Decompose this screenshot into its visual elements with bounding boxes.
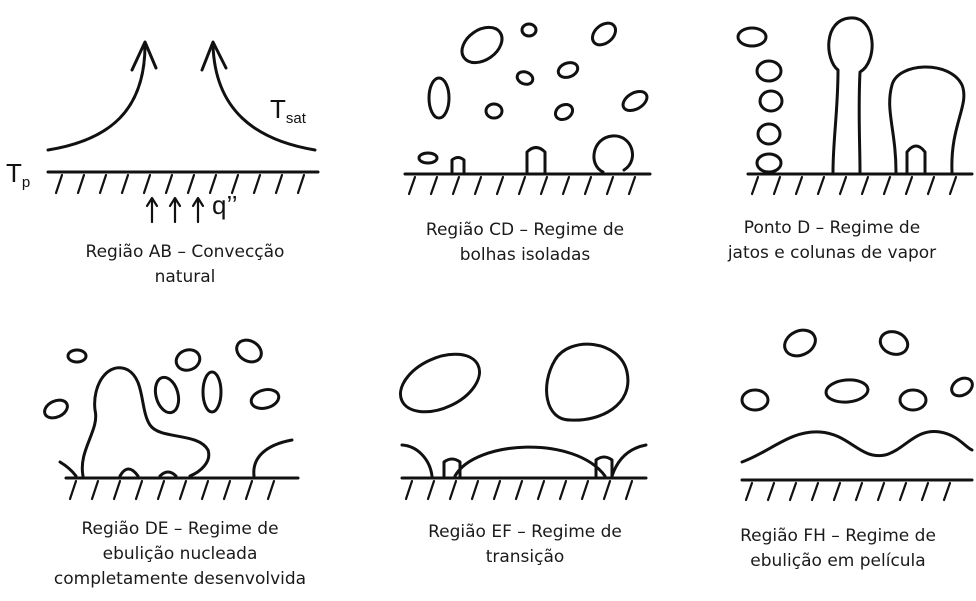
convection-arrow-right [211,43,317,152]
panel-ab-drawing [46,40,320,224]
vapor-mushroom-column [888,65,966,174]
surface-hatch-ab [54,173,306,195]
t-sat-subscript: sat [285,110,306,127]
caption-line: ebulição nucleada [102,544,258,564]
caption-cd: Região CD – Regime de bolhas isoladas [360,218,690,268]
caption-line: bolhas isoladas [459,245,591,265]
surface-hatch-ef [404,479,634,501]
caption-line: jatos e colunas de vapor [727,243,937,263]
caption-line: natural [154,267,216,287]
convection-arrow-left [46,43,147,152]
caption-line: Região CD – Regime de [425,220,625,240]
caption-line: Ponto D – Regime de [743,218,921,238]
caption-line: Região DE – Regime de [81,519,279,539]
heat-flux-label: q’’ [212,190,238,220]
t-p-subscript: p [21,174,31,191]
caption-line: Região AB – Convecção [85,242,285,262]
vapor-masses-de [43,338,294,478]
t-p-letter: T [6,158,22,188]
vapor-bubbles-cd [417,21,649,174]
caption-d: Ponto D – Regime de jatos e colunas de v… [690,216,974,266]
surface-hatch-de [68,479,276,501]
panel-ef-drawing [398,342,648,501]
surface-hatch-d [750,175,958,196]
panel-d-drawing [736,16,974,196]
panel-de-drawing [43,338,300,501]
vapor-patches-ef [398,342,648,478]
vapor-jet-column [827,16,874,174]
caption-ef: Região EF – Regime de transição [360,520,690,570]
caption-ab: Região AB – Convecção natural [20,240,350,290]
surface-hatch-fh [744,481,952,502]
heat-flux-arrows [145,196,205,224]
small-bubble-d [905,144,927,174]
t-sat-label: Tsat [270,94,306,127]
caption-fh: Região FH – Regime de ebulição em pelícu… [700,524,976,574]
caption-line: transição [485,547,565,567]
caption-line: completamente desenvolvida [53,569,307,589]
vapor-stack-d [736,26,784,174]
convection-arrowhead-right [200,40,228,72]
vapor-film-interface [740,430,974,464]
caption-line: ebulição em película [750,551,926,571]
panel-fh-drawing [740,328,974,502]
vapor-bubbles-fh [740,328,974,412]
t-sat-letter: T [270,94,286,124]
caption-line: Região EF – Regime de [428,522,622,542]
panel-cd-drawing [403,21,652,196]
surface-hatch-cd [407,175,637,196]
t-p-label: Tp [6,158,31,191]
caption-de: Região DE – Regime de ebulição nucleada … [10,517,350,592]
caption-line: Região FH – Regime de [740,526,936,546]
convection-arrowhead-left [130,40,158,72]
